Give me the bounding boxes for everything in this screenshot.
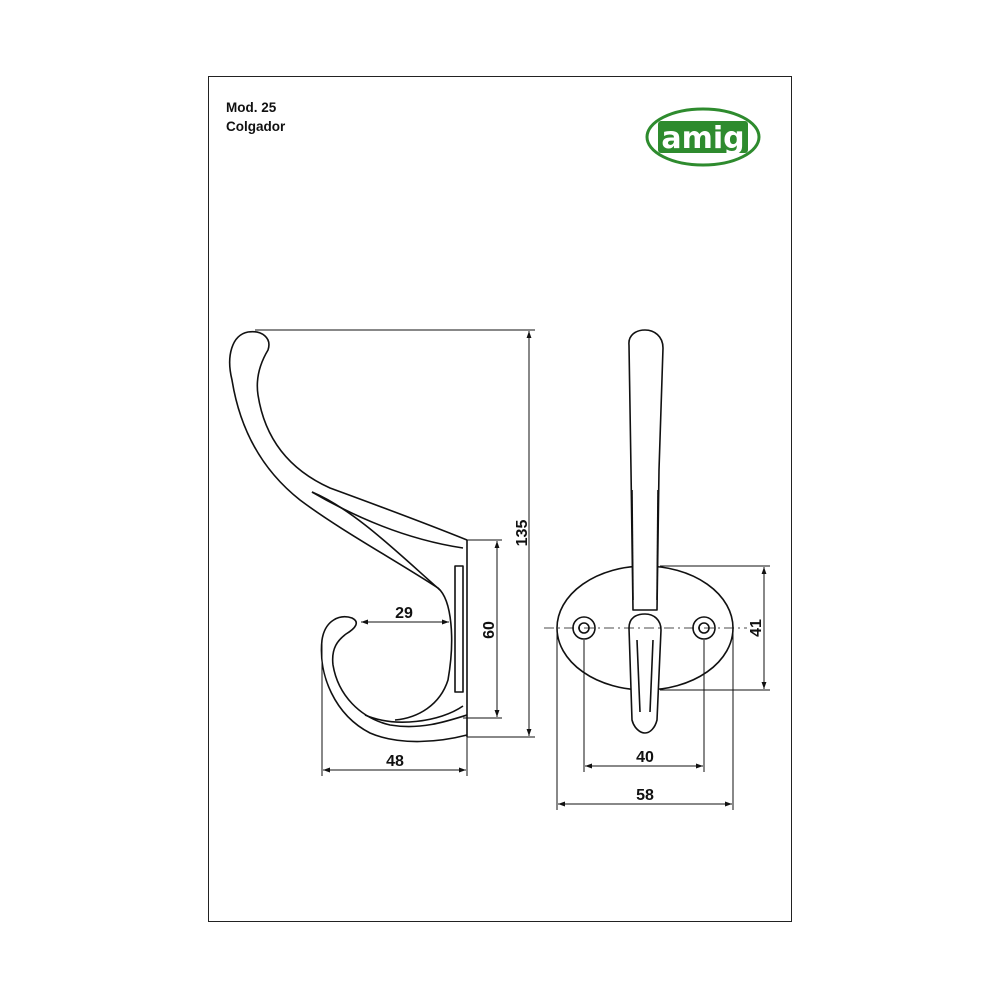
dim-plate-height: 41 <box>748 619 765 637</box>
dim-depth: 48 <box>386 753 404 770</box>
front-view <box>556 329 734 734</box>
upper-arm-front <box>628 329 664 611</box>
upper-hook-arm <box>228 330 468 721</box>
side-dimension-lines <box>255 329 535 776</box>
lower-hook <box>320 616 468 743</box>
logo-text: amig <box>661 121 744 156</box>
dim-plate-width: 58 <box>636 787 654 804</box>
lower-arm-front <box>628 613 662 734</box>
amig-logo: amig <box>645 107 761 167</box>
product-name: Colgador <box>226 119 286 134</box>
side-view <box>228 330 468 743</box>
model-number: Mod. 25 <box>226 100 277 115</box>
drawing-frame <box>208 76 792 922</box>
base-plate-profile <box>454 565 464 693</box>
dim-hole-spacing: 40 <box>636 749 654 766</box>
dim-total-height: 135 <box>514 520 531 547</box>
dim-base-height: 60 <box>481 621 498 639</box>
dim-hook-reach: 29 <box>395 605 413 622</box>
front-dimension-lines <box>556 565 770 810</box>
